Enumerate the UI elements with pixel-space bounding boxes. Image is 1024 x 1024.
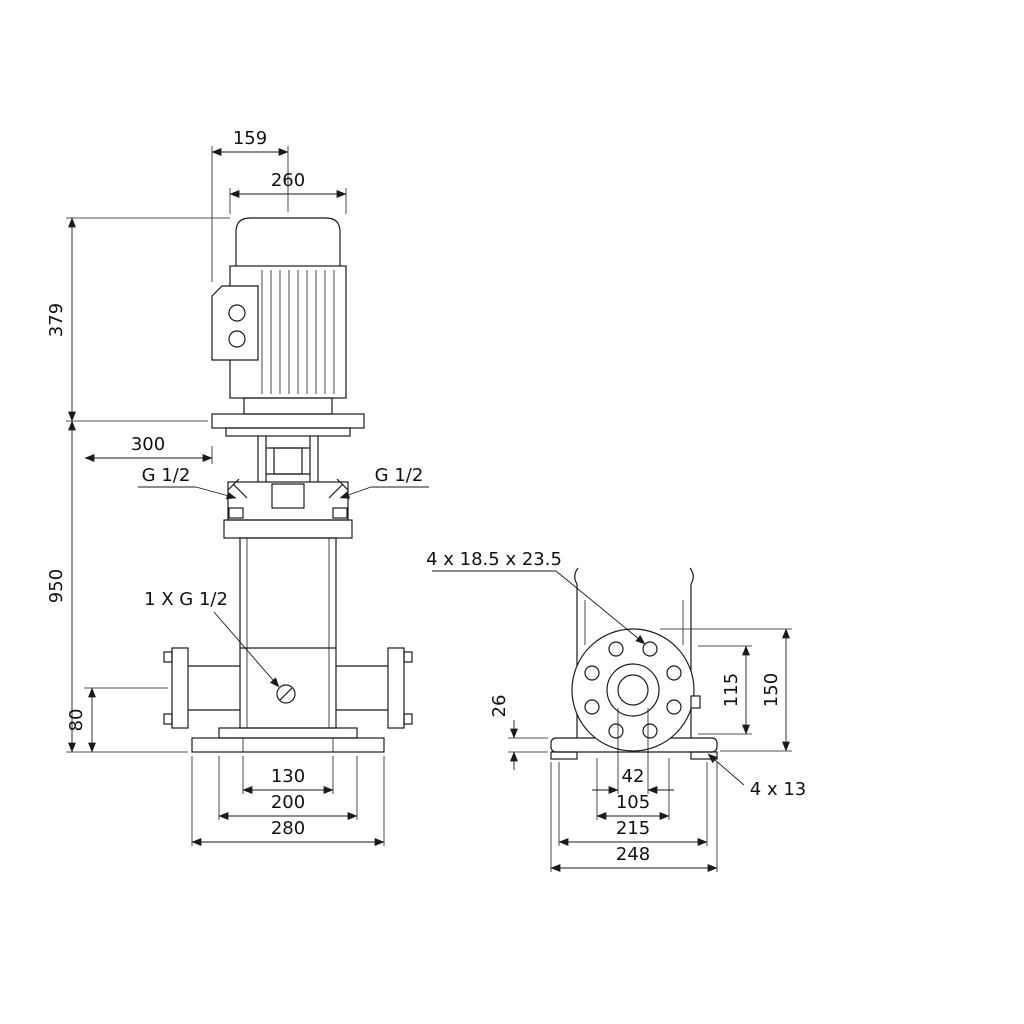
dim-42: 42 <box>592 708 674 794</box>
dim-115-label: 115 <box>721 673 742 707</box>
mounting-plate <box>211 413 365 437</box>
motor-fins <box>261 270 335 394</box>
label-drain: 1 X G 1/2 <box>144 589 280 688</box>
coupling <box>257 436 319 482</box>
motor <box>211 217 347 415</box>
front-view-dimensions: 159 260 379 950 300 <box>46 128 429 846</box>
label-flange-holes: 4 x 18.5 x 23.5 <box>426 549 646 645</box>
terminal-box <box>211 285 259 361</box>
front-view <box>163 217 413 753</box>
dim-280: 280 <box>191 756 385 846</box>
dim-42-label: 42 <box>622 766 645 787</box>
drain-label: 1 X G 1/2 <box>144 589 228 610</box>
dim-130: 130 <box>242 756 334 794</box>
dim-280-label: 280 <box>271 818 305 839</box>
g12-right-label: G 1/2 <box>375 465 424 486</box>
dim-159: 159 <box>211 128 289 282</box>
dim-150-label: 150 <box>761 673 782 707</box>
dim-215-label: 215 <box>616 818 650 839</box>
dim-950: 950 <box>46 420 188 753</box>
dim-115: 115 <box>698 645 752 735</box>
drain-plug <box>276 684 296 704</box>
flange-tab <box>690 695 701 709</box>
dim-215: 215 <box>558 762 708 846</box>
vent-plug-left <box>227 478 248 499</box>
dim-26: 26 <box>489 695 548 770</box>
label-g12-left: G 1/2 <box>138 465 237 500</box>
pump-base <box>191 727 385 753</box>
label-base-holes: 4 x 13 <box>707 753 806 800</box>
flange-holes-label: 4 x 18.5 x 23.5 <box>426 549 562 570</box>
discharge-flange-right <box>336 647 413 729</box>
vent-plug-right <box>328 478 349 499</box>
label-g12-right: G 1/2 <box>339 465 429 499</box>
pump-head <box>223 478 353 539</box>
dim-248: 248 <box>550 762 718 872</box>
base-holes-label: 4 x 13 <box>750 779 806 800</box>
motor-foot <box>243 397 333 415</box>
dim-80: 80 <box>66 687 168 753</box>
dim-200-label: 200 <box>271 792 305 813</box>
dim-105-label: 105 <box>616 792 650 813</box>
dim-26-label: 26 <box>489 695 510 718</box>
port-flange-circle <box>571 628 701 752</box>
dim-300: 300 <box>84 434 213 464</box>
suction-flange-left <box>163 647 240 729</box>
dim-150: 150 <box>660 628 792 752</box>
side-view-dimensions: 4 x 18.5 x 23.5 115 150 26 <box>426 549 806 872</box>
dim-105: 105 <box>596 758 670 820</box>
side-view <box>550 567 718 760</box>
dim-950-label: 950 <box>46 569 67 603</box>
dim-379-label: 379 <box>46 303 67 337</box>
dim-159-label: 159 <box>233 128 267 149</box>
dim-248-label: 248 <box>616 844 650 865</box>
dim-130-label: 130 <box>271 766 305 787</box>
dim-200: 200 <box>218 756 358 820</box>
dim-260: 260 <box>229 170 347 214</box>
dim-300-label: 300 <box>131 434 165 455</box>
dim-260-label: 260 <box>271 170 305 191</box>
dim-379: 379 <box>46 217 230 422</box>
dim-80-label: 80 <box>66 709 87 732</box>
g12-left-label: G 1/2 <box>142 465 191 486</box>
